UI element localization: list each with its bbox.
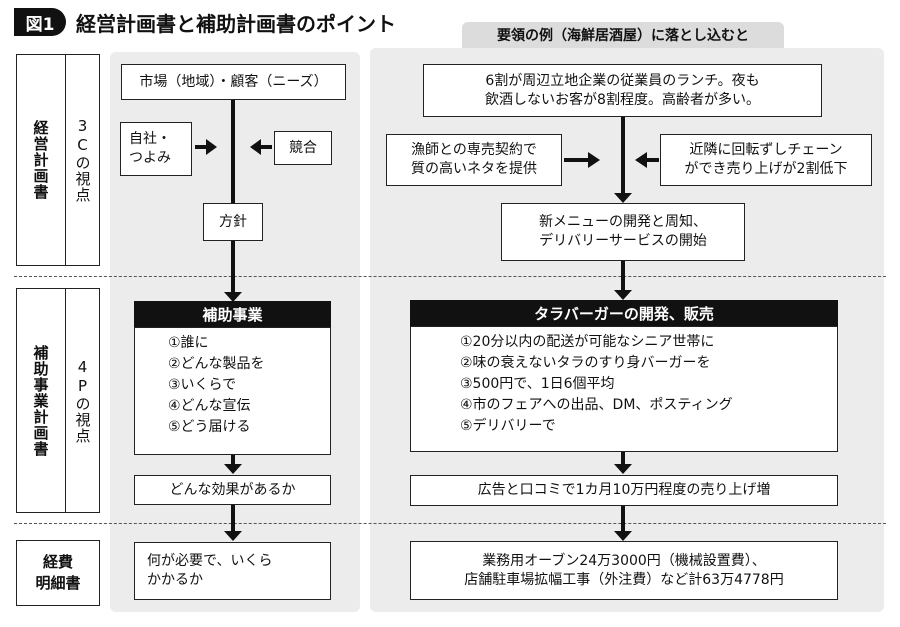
separator-2 <box>14 523 886 524</box>
example-tab: 要領の例（海鮮居酒屋）に落とし込むと <box>462 22 784 48</box>
left-policy-box: 方針 <box>203 203 263 241</box>
row-frame-subsidy <box>16 288 100 513</box>
row-frame-divider <box>65 288 66 513</box>
right-project-points: ①20分以内の配送が可能なシニア世帯に ②味の衰えないタラのすり身バーガーを ③… <box>460 334 733 434</box>
left-effect-box: どんな効果があるか <box>134 475 331 505</box>
row-frame-divider <box>65 54 66 266</box>
right-self-box: 漁師との専売契約で 質の高いネタを提供 <box>386 134 562 186</box>
row-sub-subsidy: 4Pの視点 <box>73 357 92 444</box>
row-label-subsidy: 補助事業計画書 <box>31 344 50 457</box>
right-market-box: 6割が周辺立地企業の従業員のランチ。夜も 飲酒しないお客が8割程度。高齢者が多い… <box>423 64 822 117</box>
right-competitor-box: 近隣に回転ずしチェーン ができ売り上げが2割低下 <box>660 134 872 186</box>
figure-badge: 図1 <box>14 8 66 36</box>
right-project-header: タラバーガーの開発、販売 <box>410 300 838 327</box>
left-project-points: ①誰に ②どんな製品を ③いくらで ④どんな宣伝 ⑤どう届ける <box>168 335 265 435</box>
right-project-body <box>410 326 838 452</box>
row-frame-management <box>16 54 100 266</box>
row-sub-management: 3Cの視点 <box>73 117 92 203</box>
row-label-management: 経営計画書 <box>31 120 50 200</box>
left-project-header: 補助事業 <box>134 301 331 328</box>
left-cost-box: 何が必要で、いくら かかるか <box>134 542 331 600</box>
separator-1 <box>14 276 886 277</box>
left-competitor-box: 競合 <box>274 131 332 165</box>
left-project-body <box>134 327 331 455</box>
left-market-box: 市場（地域）・顧客（ニーズ） <box>121 64 346 100</box>
page-title: 経営計画書と補助計画書のポイント <box>76 11 396 36</box>
left-self-box: 自社・ つよみ <box>120 122 192 176</box>
right-effect-box: 広告と口コミで1カ月10万円程度の売り上げ増 <box>410 475 838 506</box>
row-label-expense: 経費 明細書 <box>16 540 100 606</box>
right-cost-box: 業務用オーブン24万3000円（機械設置費）、 店舗駐車場拡幅工事（外注費）など… <box>410 541 838 600</box>
right-policy-box: 新メニューの開発と周知、 デリバリーサービスの開始 <box>501 203 745 261</box>
